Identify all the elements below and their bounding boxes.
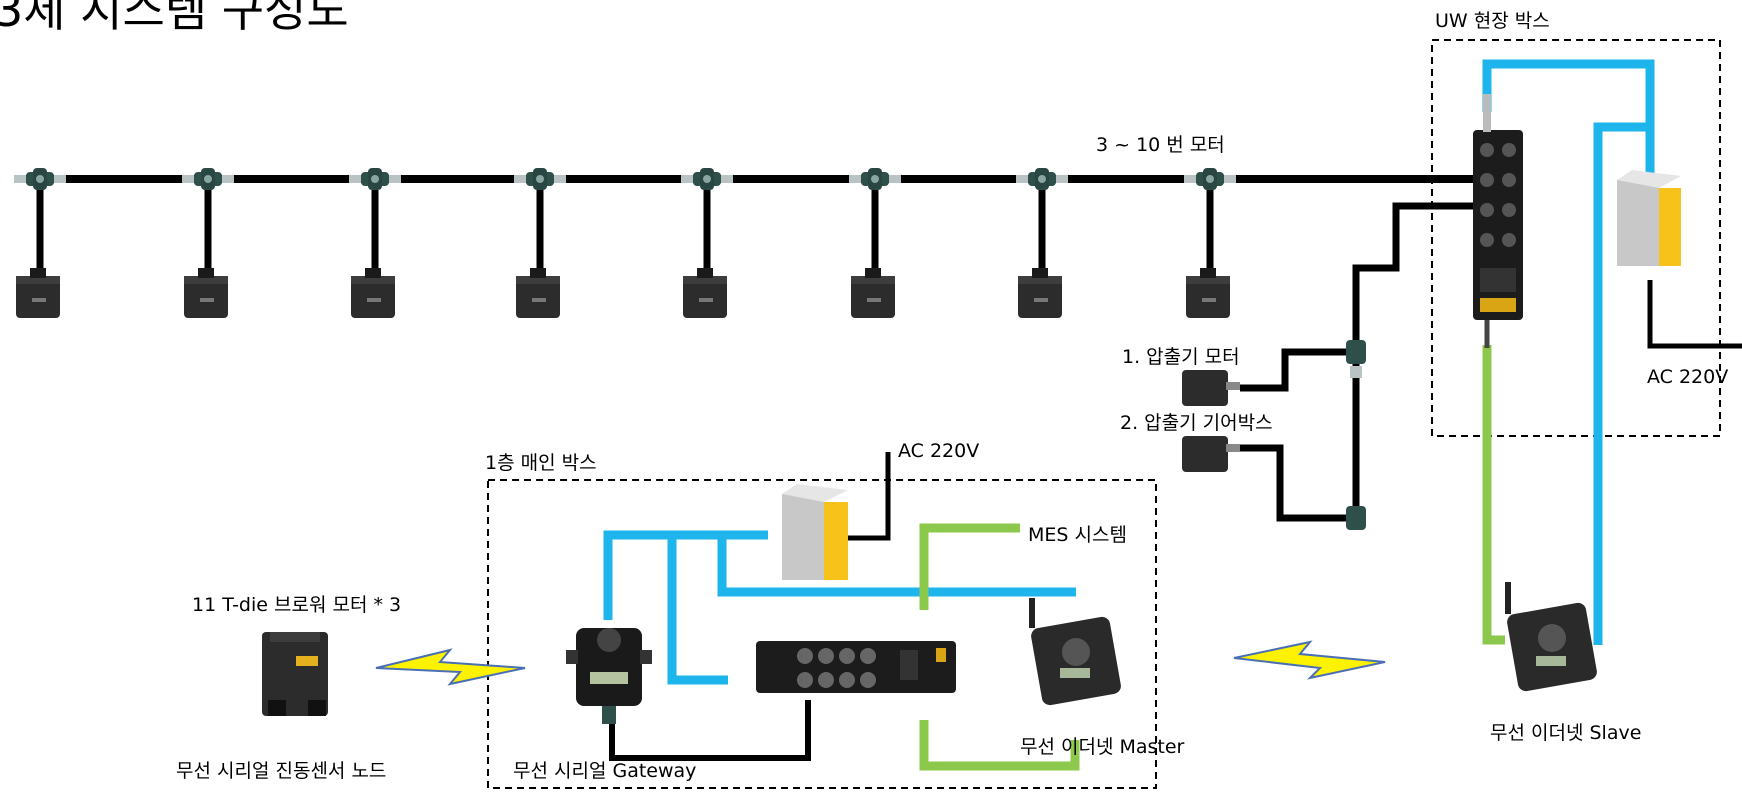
wireless-gateway bbox=[566, 628, 652, 724]
tee-connector bbox=[349, 168, 401, 318]
eth-slave-label: 무선 이더넷 Slave bbox=[1490, 718, 1641, 745]
wireless-link-bolt bbox=[376, 650, 525, 684]
sensor-node-label: 무선 시리얼 진동센서 노드 bbox=[176, 756, 386, 783]
extruder-motor-sensor bbox=[1182, 370, 1240, 406]
extruder-gearbox-sensor bbox=[1182, 436, 1240, 472]
uw-box-label: UW 현장 박스 bbox=[1435, 6, 1550, 33]
extruder-gearbox-label: 2. 압출기 기어박스 bbox=[1120, 408, 1273, 435]
wireless-ethernet-slave bbox=[1506, 582, 1598, 692]
tee-connector bbox=[1184, 168, 1236, 318]
tee-connector bbox=[514, 168, 566, 318]
vibration-sensor-node bbox=[262, 632, 328, 716]
tee-connector bbox=[182, 168, 234, 318]
tdie-label: 11 T-die 브로워 모터 * 3 bbox=[192, 590, 401, 617]
eth-master-label: 무선 이더넷 Master bbox=[1020, 732, 1184, 759]
uw-io-block bbox=[1473, 94, 1523, 348]
wireless-ethernet-master bbox=[1030, 598, 1122, 706]
uw-ac-label: AC 220V bbox=[1647, 366, 1728, 388]
main-ac-label: AC 220V bbox=[898, 440, 979, 462]
motor-bus bbox=[14, 168, 1460, 318]
extruder-motor-label: 1. 압출기 모터 bbox=[1122, 342, 1240, 369]
mes-label: MES 시스템 bbox=[1028, 520, 1127, 547]
wireless-link-bolt bbox=[1234, 642, 1385, 678]
uw-power-supply bbox=[1617, 170, 1681, 266]
main-io-block bbox=[756, 641, 956, 693]
motors-3-10-label: 3 ~ 10 번 모터 bbox=[1096, 130, 1225, 157]
tee-connector bbox=[681, 168, 733, 318]
page-title: 3체 시스템 구성도 bbox=[0, 0, 349, 40]
tee-connector bbox=[849, 168, 901, 318]
main-box-label: 1층 매인 박스 bbox=[485, 448, 597, 475]
main-power-supply bbox=[782, 484, 848, 580]
gateway-label: 무선 시리얼 Gateway bbox=[513, 756, 696, 783]
tee-connector bbox=[14, 168, 66, 318]
tee-connector bbox=[1016, 168, 1068, 318]
